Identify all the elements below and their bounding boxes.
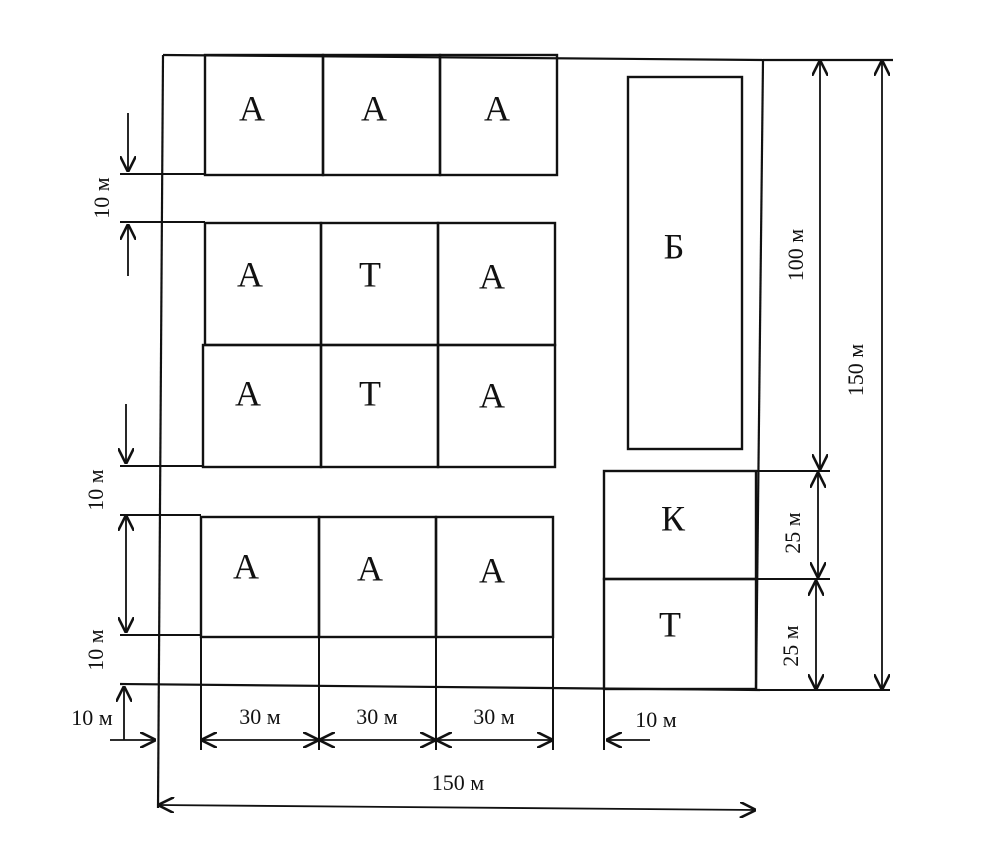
building-k-t: К Т: [602, 469, 758, 691]
label-r3c3: А: [479, 375, 505, 415]
block-row-4: А А А: [199, 515, 555, 639]
dim-label-t-height: 25 м: [778, 625, 803, 667]
dim-label-col1: 30 м: [239, 704, 281, 729]
boundary-left: [156, 54, 165, 809]
dim-label-right-road: 10 м: [635, 707, 677, 732]
block-r2c1: [203, 221, 323, 347]
label-r4c3: А: [479, 550, 505, 590]
block-r3c3: [436, 343, 557, 469]
label-r2c2: Т: [359, 254, 381, 294]
dim-label-left-road: 10 м: [71, 705, 113, 730]
building-b-rect: [626, 75, 744, 451]
dim-label-road-top: 10 м: [89, 177, 114, 219]
block-r4c3: [434, 515, 555, 639]
label-r1c3: А: [484, 88, 510, 128]
block-rows-2-3: А Т А А Т А: [201, 221, 557, 469]
label-r1c1: А: [239, 88, 265, 128]
label-building-k: К: [661, 498, 686, 538]
dim-label-road-bottom: 10 м: [83, 629, 108, 671]
block-row-1: А А А: [203, 53, 559, 177]
label-building-b: Б: [664, 226, 685, 266]
dim-label-total-height: 150 м: [843, 344, 868, 397]
block-r1c3: [438, 53, 559, 177]
dim-label-road-mid: 10 м: [83, 469, 108, 511]
dim-label-total-width: 150 м: [432, 770, 485, 795]
label-r1c2: А: [361, 88, 387, 128]
label-r4c2: А: [357, 548, 383, 588]
label-r3c2: Т: [359, 373, 381, 413]
dim-label-col3: 30 м: [473, 704, 515, 729]
dim-label-big-height: 100 м: [783, 229, 808, 282]
building-t-rect: [602, 577, 758, 691]
label-building-t: Т: [659, 604, 681, 644]
label-r4c1: А: [233, 546, 259, 586]
label-r3c1: А: [235, 373, 261, 413]
dim-arrow-total-width: [158, 805, 756, 810]
dim-label-col2: 30 м: [356, 704, 398, 729]
block-r4c1: [199, 515, 321, 639]
label-r2c1: А: [237, 254, 263, 294]
dim-label-k-height: 25 м: [780, 512, 805, 554]
block-r3c1: [201, 343, 323, 469]
label-r2c3: А: [479, 256, 505, 296]
building-b: Б: [626, 75, 744, 451]
